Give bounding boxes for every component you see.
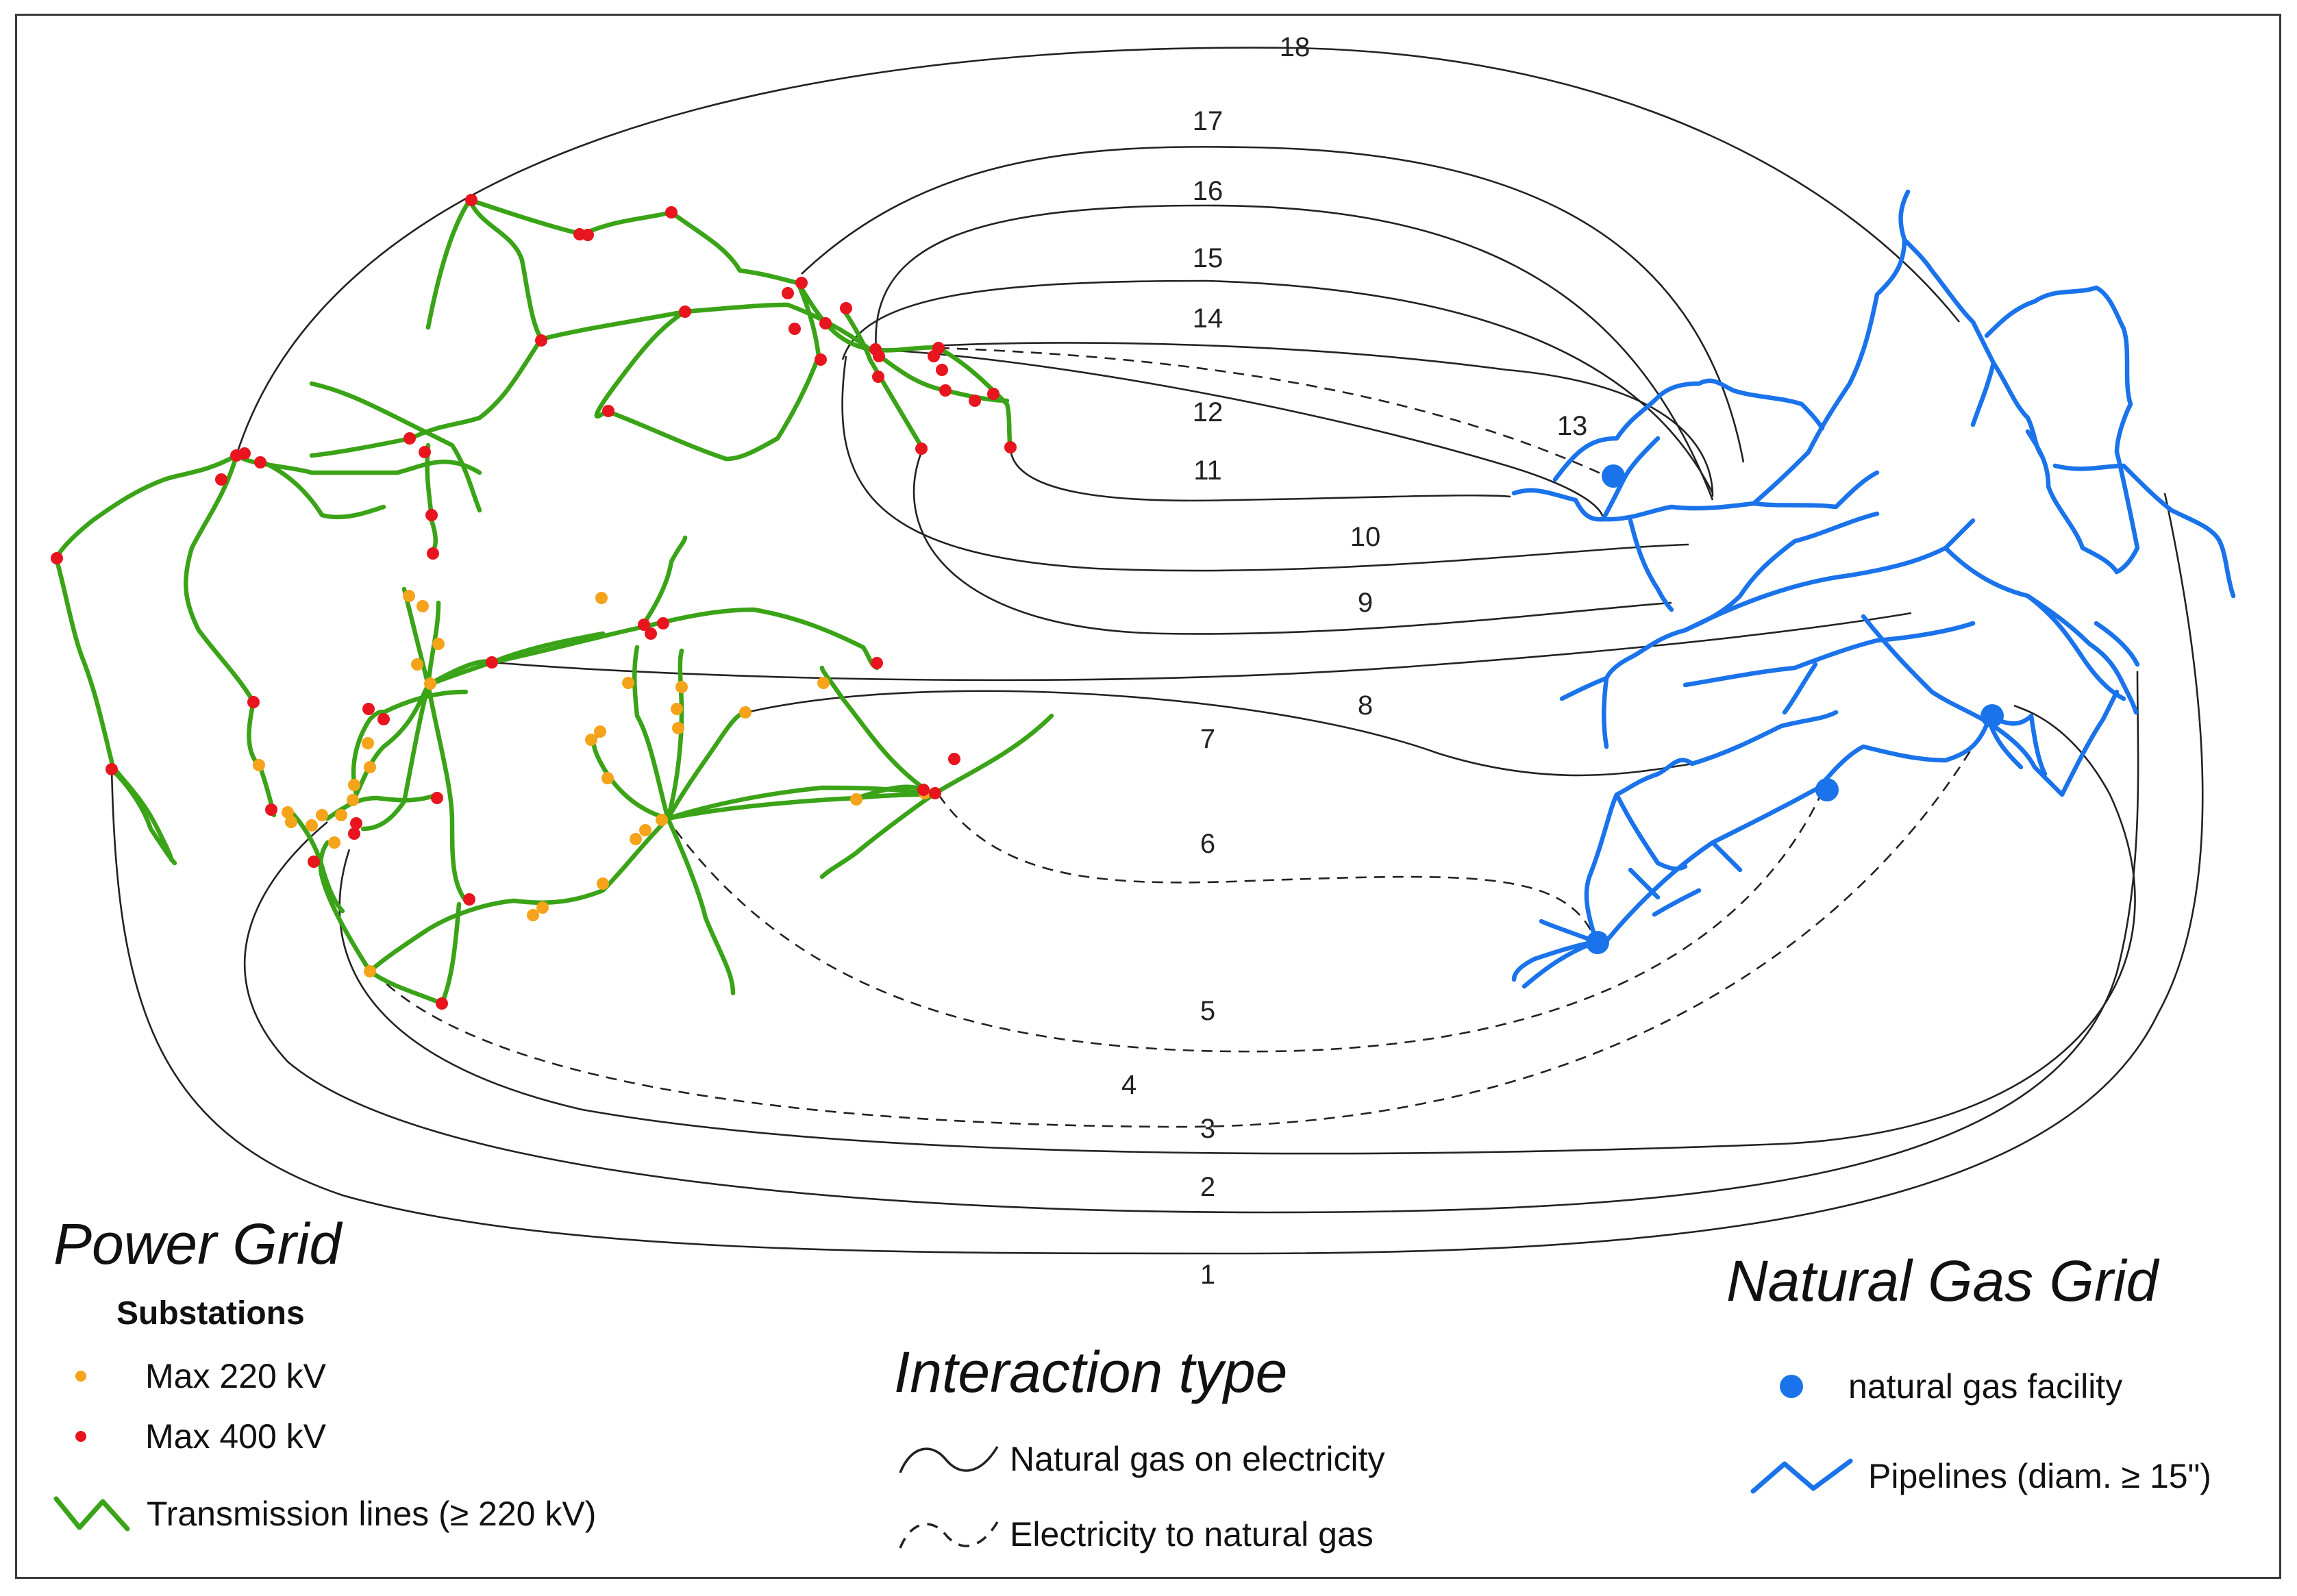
legend-item-electricity-to-gas: Electricity to natural gas [897,1514,1374,1555]
connection-curves [110,47,2204,1255]
gas-grid-pipelines [1511,189,2236,989]
interaction-type-title: Interaction type [894,1340,1288,1404]
legend-item-gas-on-electricity: Natural gas on electricity [897,1438,1385,1480]
legend-item-gas-facility: natural gas facility [1780,1367,2122,1406]
connection-curve-13 [938,347,1607,477]
connection-curve-17 [801,146,1745,463]
legend-label-gas-facility: natural gas facility [1848,1367,2123,1406]
connection-label-1: 1 [1200,1260,1215,1290]
gas-facility-southeast [1981,704,2004,727]
connection-label-3: 3 [1200,1114,1215,1144]
legend-label-400kv: Max 400 kV [145,1417,327,1456]
connection-label-11: 11 [1193,456,1222,486]
legend-item-pipelines: Pipelines (diam. ≥ 15") [1750,1456,2211,1497]
legend-label-220kv: Max 220 kV [145,1357,327,1395]
connection-curve-10 [841,356,1689,572]
legend-label-gas-on-electricity: Natural gas on electricity [1010,1440,1385,1478]
green-zigzag-line-icon [53,1496,130,1532]
connection-curve-14 [931,342,1714,497]
connection-curve-5 [663,784,1827,1053]
connection-label-7: 7 [1200,724,1215,754]
connection-label-6: 6 [1200,829,1215,859]
gas-facility-south-central [1815,778,1839,801]
gas-facilities [1586,464,2004,954]
connection-label-18: 18 [1280,32,1311,62]
connection-label-10: 10 [1350,522,1381,552]
connection-curve-7 [746,690,1693,777]
gas-facility-north [1602,464,1625,488]
power-grid-transmission-lines [53,197,1054,1006]
natural-gas-grid-title: Natural Gas Grid [1726,1249,2159,1313]
connection-label-16: 16 [1193,176,1224,206]
solid-wave-line-icon [899,1446,999,1473]
connection-curve-12 [869,348,1604,520]
connection-curve-4 [373,729,1985,1128]
substations-220kv [253,590,931,977]
dashed-wave-line-icon [899,1521,999,1549]
connection-label-13: 13 [1557,411,1588,441]
connection-label-8: 8 [1358,690,1373,721]
power-grid-title: Power Grid [53,1212,342,1276]
connection-curve-9 [912,451,1672,635]
connection-label-12: 12 [1193,397,1224,427]
connection-label-9: 9 [1358,588,1373,618]
connection-label-15: 15 [1193,243,1224,273]
connection-label-5: 5 [1200,996,1215,1026]
connection-curve-18 [235,47,1961,456]
connection-labels: 1 2 3 4 5 6 7 8 9 10 11 12 13 14 15 16 1… [1121,32,1587,1290]
connection-curve-11 [1009,448,1511,502]
connection-curve-8 [491,612,1912,682]
connection-curve-1 [110,492,2204,1255]
blue-dot-icon [1780,1375,1803,1398]
legend-item-transmission-lines: Transmission lines (≥ 220 kV) [53,1493,596,1534]
connection-label-4: 4 [1121,1070,1137,1100]
legend-label-electricity-to-gas: Electricity to natural gas [1010,1515,1374,1554]
substations-400kv [51,194,1017,1010]
connection-curve-6 [937,794,1598,943]
legend-item-400kv: Max 400 kV [75,1417,326,1456]
red-dot-icon [75,1431,86,1442]
connection-curve-2 [243,671,2139,1214]
substations-heading: Substations [116,1295,305,1332]
orange-dot-icon [75,1371,86,1382]
connection-curve-16 [875,204,1714,501]
legend-label-transmission-lines: Transmission lines (≥ 220 kV) [147,1495,597,1533]
connection-label-2: 2 [1200,1172,1215,1202]
connection-label-17: 17 [1193,106,1224,136]
legend-label-pipelines: Pipelines (diam. ≥ 15") [1868,1457,2211,1495]
figure-frame [15,14,2281,1579]
connection-curve-3 [338,704,2136,1155]
legend-item-220kv: Max 220 kV [75,1356,326,1396]
gas-facility-southwest [1586,931,1609,954]
connection-label-14: 14 [1193,303,1224,334]
connection-curve-15 [841,279,1714,494]
blue-zigzag-line-icon [1750,1458,1853,1494]
